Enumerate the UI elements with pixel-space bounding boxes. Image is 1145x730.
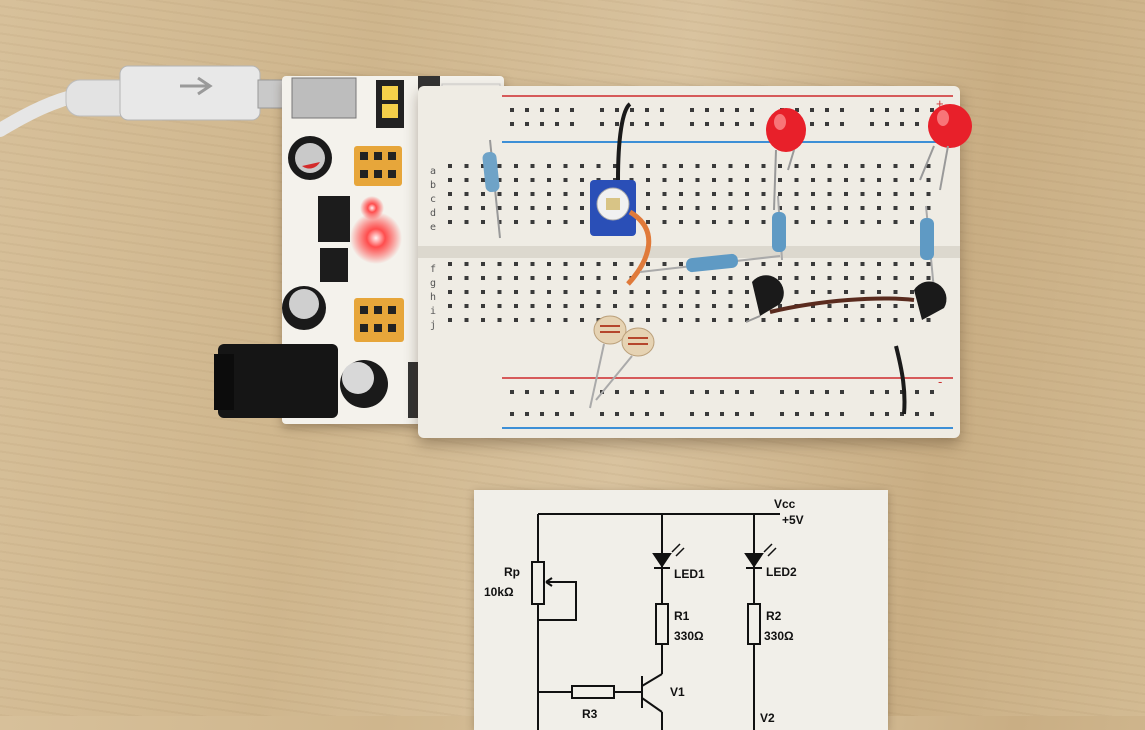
- resistor-top-left: [482, 139, 501, 239]
- v1-label: V1: [670, 685, 685, 699]
- row-letter-d: d: [430, 208, 436, 219]
- rail-plus-label: +: [936, 96, 944, 111]
- resistor-r2: [920, 205, 935, 291]
- row-letter-e: e: [430, 222, 436, 233]
- resistor-r3: [639, 253, 781, 273]
- row-letter-j: j: [430, 320, 436, 331]
- potentiometer-rp: [590, 180, 636, 236]
- row-letter-i: i: [430, 306, 436, 317]
- led2: [919, 104, 972, 191]
- vcc-label: Vcc: [774, 497, 796, 511]
- photoresistors: [589, 315, 655, 409]
- schematic-paper: Vcc +5V Rp 10kΩ LED1 LED2 R1 330Ω R2 330…: [474, 490, 888, 730]
- usb-cable: [0, 65, 299, 137]
- r2-label: R2: [766, 609, 782, 623]
- led1: [766, 108, 806, 211]
- v2-label: V2: [760, 711, 775, 725]
- transistor-v2: [914, 281, 947, 320]
- led2-label: LED2: [766, 565, 797, 579]
- transistor-v1: [745, 275, 784, 323]
- led1-label: LED1: [674, 567, 705, 581]
- row-letter-g: g: [430, 278, 436, 289]
- dc-barrel-jack: [214, 344, 338, 418]
- row-letter-c: c: [430, 194, 436, 205]
- r2-value-label: 330Ω: [764, 629, 794, 643]
- resistor-r1: [772, 195, 786, 261]
- rail-minus-label: -: [938, 374, 942, 389]
- row-letter-b: b: [430, 180, 436, 191]
- r1-value-label: 330Ω: [674, 629, 704, 643]
- r3-label: R3: [582, 707, 598, 721]
- r1-label: R1: [674, 609, 690, 623]
- row-letter-f: f: [430, 264, 436, 275]
- row-letter-a: a: [430, 166, 436, 177]
- vcc-value-label: +5V: [782, 513, 804, 527]
- rp-label: Rp: [504, 565, 520, 579]
- rp-value-label: 10kΩ: [484, 585, 514, 599]
- circuit-components: [482, 102, 972, 415]
- row-letter-h: h: [430, 292, 436, 303]
